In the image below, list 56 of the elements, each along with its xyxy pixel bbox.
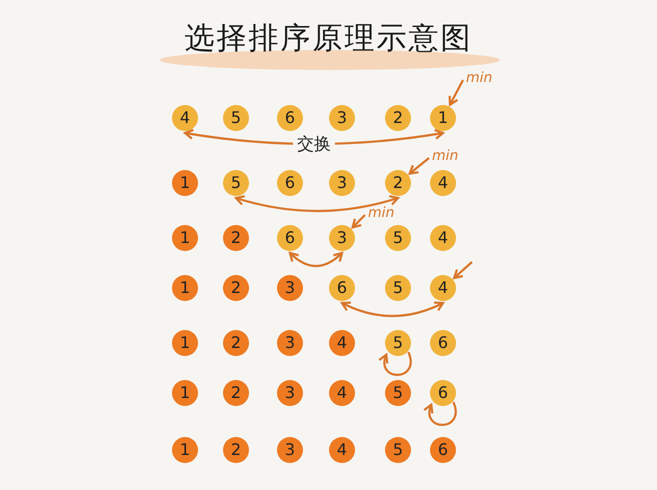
number-circle: 1: [430, 105, 456, 131]
loop-arrow: [378, 352, 412, 376]
min-label: min: [432, 148, 458, 164]
swap-arrow: [234, 194, 400, 212]
number-circle: 6: [329, 275, 355, 301]
number-circle: 4: [430, 275, 456, 301]
number-circle: 5: [385, 330, 411, 356]
number-circle: 2: [385, 170, 411, 196]
number-circle: 1: [172, 275, 198, 301]
number-circle: 5: [385, 380, 411, 406]
number-circle: 6: [430, 330, 456, 356]
swap-arrow: [288, 252, 344, 268]
number-circle: 5: [385, 275, 411, 301]
number-circle: 6: [430, 437, 456, 463]
edge-label: 交换: [293, 132, 335, 156]
number-circle: 1: [172, 170, 198, 196]
number-circle: 4: [430, 170, 456, 196]
loop-arrow: [424, 402, 457, 426]
number-circle: 3: [277, 380, 303, 406]
swap-arrow: [340, 301, 444, 318]
min-label: min: [368, 205, 394, 221]
number-circle: 6: [277, 170, 303, 196]
min-label: min: [466, 70, 492, 86]
number-circle: 3: [277, 437, 303, 463]
number-circle: 2: [385, 105, 411, 131]
number-circle: 4: [329, 330, 355, 356]
number-circle: 3: [277, 275, 303, 301]
number-circle: 4: [329, 380, 355, 406]
number-circle: 1: [172, 225, 198, 251]
number-circle: 3: [329, 225, 355, 251]
number-circle: 4: [172, 105, 198, 131]
number-circle: 2: [223, 437, 249, 463]
number-circle: 3: [277, 330, 303, 356]
number-circle: 6: [430, 380, 456, 406]
number-circle: 2: [223, 275, 249, 301]
number-circle: 4: [430, 225, 456, 251]
number-circle: 3: [329, 170, 355, 196]
min-arrow: [448, 79, 464, 106]
number-circle: 1: [172, 437, 198, 463]
min-arrow: [408, 157, 430, 175]
number-circle: 6: [277, 105, 303, 131]
number-circle: 5: [223, 105, 249, 131]
number-circle: 2: [223, 225, 249, 251]
number-circle: 3: [329, 105, 355, 131]
number-circle: 4: [329, 437, 355, 463]
min-arrow: [352, 214, 366, 228]
title: 选择排序原理示意图: [184, 20, 472, 58]
number-circle: 1: [172, 330, 198, 356]
min-arrow: [453, 261, 473, 280]
number-circle: 1: [172, 380, 198, 406]
number-circle: 2: [223, 330, 249, 356]
number-circle: 5: [385, 437, 411, 463]
number-circle: 6: [277, 225, 303, 251]
number-circle: 5: [223, 170, 249, 196]
number-circle: 5: [385, 225, 411, 251]
number-circle: 2: [223, 380, 249, 406]
